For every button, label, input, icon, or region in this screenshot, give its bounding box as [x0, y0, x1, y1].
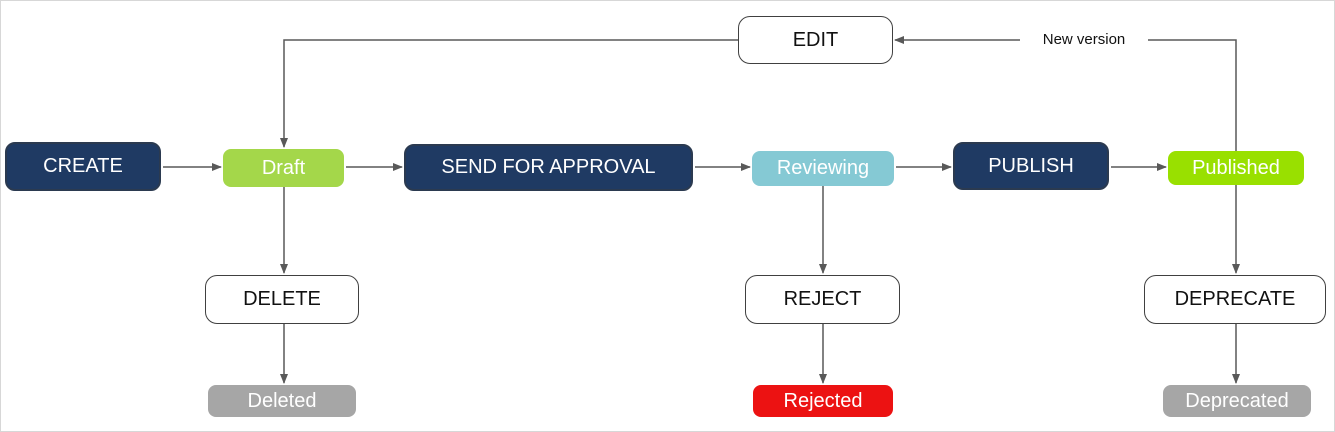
- node-deprecated-label: Deprecated: [1185, 389, 1289, 412]
- node-send-for-approval: SEND FOR APPROVAL: [404, 144, 693, 191]
- node-create-label: CREATE: [43, 155, 123, 177]
- node-published-label: Published: [1192, 156, 1280, 179]
- node-draft-label: Draft: [261, 156, 306, 179]
- node-deleted: Deleted: [208, 385, 356, 417]
- node-reviewing-label: Reviewing: [776, 157, 870, 179]
- node-create: CREATE: [5, 142, 161, 191]
- node-edit: EDIT: [738, 16, 893, 64]
- node-deprecated: Deprecated: [1163, 385, 1311, 417]
- node-delete: DELETE: [205, 275, 359, 324]
- node-rejected: Rejected: [753, 385, 893, 417]
- node-published: Published: [1168, 151, 1304, 185]
- node-reject-label: REJECT: [783, 288, 862, 310]
- node-publish-label: PUBLISH: [988, 154, 1074, 177]
- node-rejected-label: Rejected: [783, 389, 863, 412]
- node-send-for-approval-label: SEND FOR APPROVAL: [441, 156, 656, 178]
- edge-published-to-edit-new-version: [894, 36, 1237, 151]
- node-delete-label: DELETE: [243, 288, 321, 310]
- edge-edit-to-draft: [280, 39, 738, 148]
- node-deleted-label: Deleted: [247, 389, 317, 412]
- node-edit-label: EDIT: [792, 28, 839, 51]
- node-draft: Draft: [223, 149, 344, 187]
- node-deprecate: DEPRECATE: [1144, 275, 1326, 324]
- edge-label-new-version: New version: [1020, 29, 1148, 51]
- node-reviewing: Reviewing: [752, 151, 894, 186]
- node-reject: REJECT: [745, 275, 900, 324]
- node-publish: PUBLISH: [953, 142, 1109, 190]
- node-deprecate-label: DEPRECATE: [1174, 288, 1296, 310]
